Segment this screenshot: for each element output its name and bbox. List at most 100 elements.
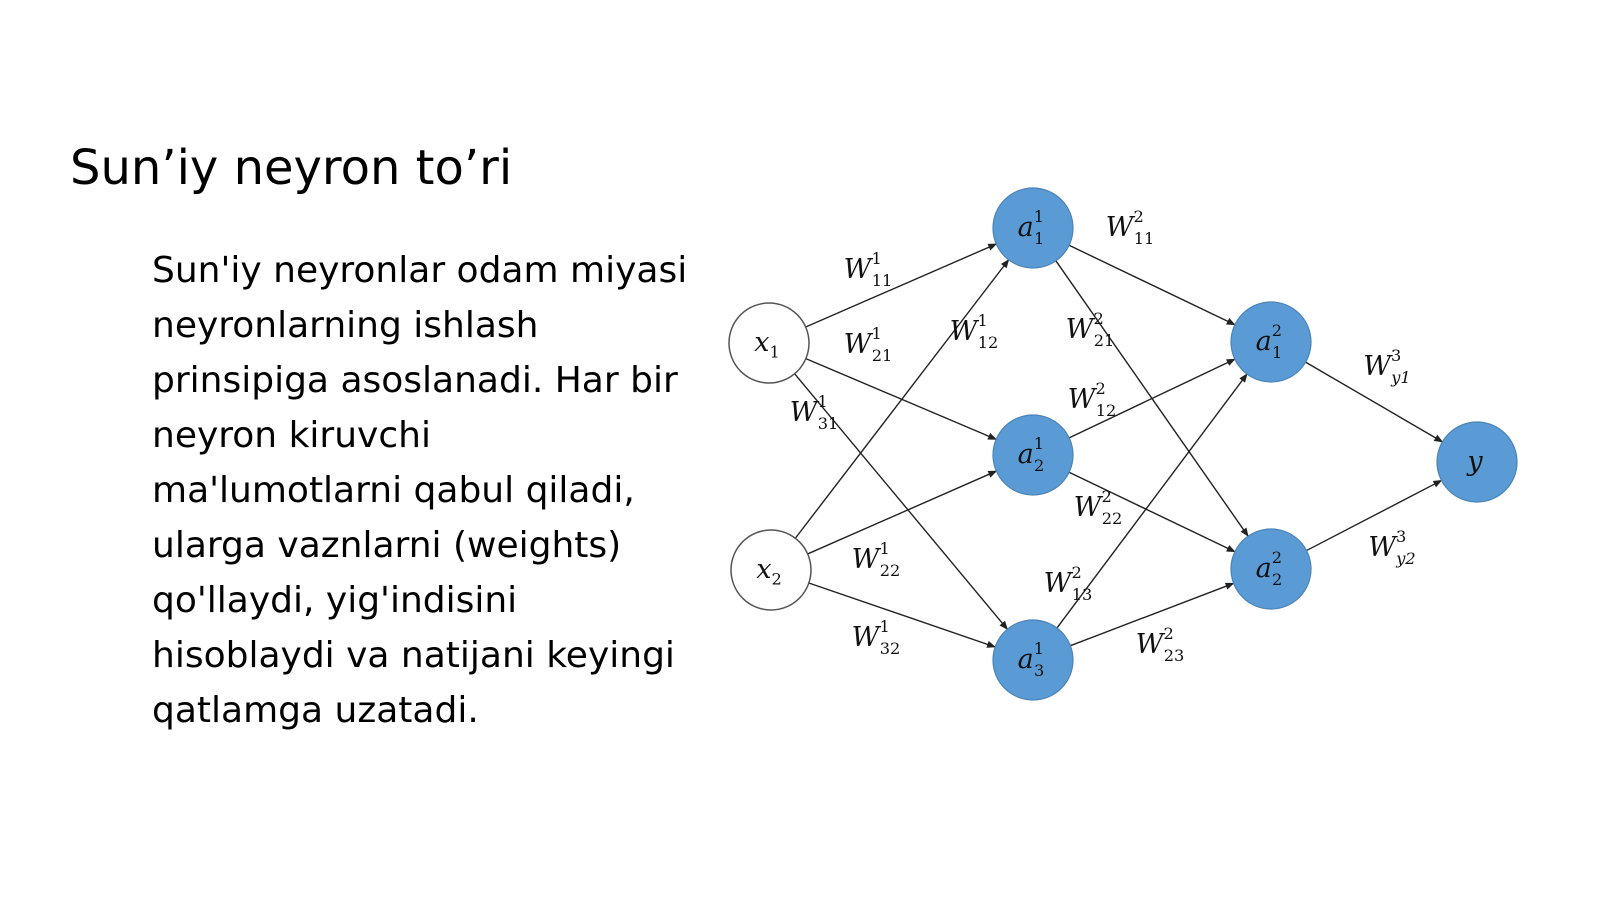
- weight-label-x1-a31-sup: 1: [817, 392, 827, 411]
- weight-label-x1-a31-base: W: [790, 397, 820, 428]
- node-label-a31: a1 3: [1018, 639, 1045, 680]
- node-label-a22-sub: 2: [1272, 569, 1282, 588]
- weight-label-a21-a22-base: W: [1074, 492, 1104, 523]
- edge-a12-y: [1305, 361, 1444, 443]
- edge-x1-a31: [794, 373, 1008, 630]
- weight-label-a12-y-base: W: [1363, 351, 1393, 382]
- node-label-x1-sub: 1: [769, 342, 779, 361]
- body-line: qo'llaydi, yig'indisini: [152, 580, 518, 621]
- node-label-a21-base: a: [1018, 439, 1034, 470]
- edge-x1-a21: [805, 357, 998, 441]
- weight-label-x2-a31: W1 32: [852, 617, 901, 658]
- weight-label-x2-a31-sub: 32: [880, 638, 901, 657]
- node-circle-y: [1436, 421, 1518, 503]
- weight-label-a31-a12-base: W: [1044, 568, 1074, 599]
- node-label-x2-sub: 2: [771, 569, 781, 588]
- slide-body: Sun'iy neyronlar odam miyasi neyronlarni…: [152, 243, 712, 738]
- node-circle-a22: [1230, 528, 1312, 610]
- node-label-x1: x1: [754, 327, 780, 361]
- weight-label-a31-a22-sup: 2: [1163, 624, 1173, 643]
- edge-a21-a22: [1068, 471, 1236, 553]
- weight-label-a31-a22-sub: 23: [1164, 645, 1185, 664]
- body-line: neyron kiruvchi: [152, 415, 431, 456]
- slide-title: Sun’iy neyron to’ri: [70, 140, 513, 196]
- weight-label-a21-a22-sup: 2: [1101, 487, 1111, 506]
- edge-a31-a22: [1070, 582, 1235, 647]
- node-y: y: [1436, 421, 1518, 503]
- weight-label-a11-a22: W2 21: [1066, 309, 1115, 350]
- weight-label-a22-y-base: W: [1368, 532, 1398, 563]
- weight-label-a31-a22-base: W: [1136, 629, 1166, 660]
- node-label-a31-base: a: [1018, 644, 1034, 675]
- node-label-a31-sup: 1: [1034, 639, 1044, 658]
- edges-layer: [794, 243, 1444, 648]
- node-label-a12-sub: 1: [1272, 342, 1282, 361]
- edge-a31-a12: [1056, 373, 1248, 629]
- node-x1: x1: [728, 302, 810, 384]
- weight-label-a11-a22-sub: 21: [1094, 330, 1115, 349]
- weight-label-x2-a31-sup: 1: [879, 617, 889, 636]
- weight-label-x2-a21-sub: 22: [880, 560, 901, 579]
- weight-label-a22-y-sup: 3: [1396, 527, 1406, 546]
- node-circle-x1: [728, 302, 810, 384]
- node-circle-a12: [1230, 301, 1312, 383]
- weight-label-a11-a22-base: W: [1066, 314, 1096, 345]
- node-label-y: y: [1466, 446, 1483, 477]
- node-a31: a1 3: [992, 619, 1074, 701]
- node-circle-a21: [992, 414, 1074, 496]
- node-label-a21-sub: 2: [1034, 455, 1044, 474]
- node-label-a11-sup: 1: [1034, 207, 1044, 226]
- weight-label-x2-a21-base: W: [852, 544, 882, 575]
- weight-label-a11-a12-base: W: [1106, 212, 1136, 243]
- weight-label-a21-a22-sub: 22: [1102, 508, 1123, 527]
- weight-label-x2-a21: W1 22: [852, 539, 901, 580]
- weight-label-a22-y: W3 y2: [1368, 527, 1415, 568]
- node-label-x1-base: x: [754, 327, 769, 358]
- edge-a11-a12: [1068, 244, 1236, 326]
- node-label-a11-base: a: [1018, 212, 1034, 243]
- body-line: ularga vaznlarni (weights): [152, 525, 622, 566]
- edge-x1-a11: [805, 243, 998, 328]
- weight-label-a11-a22-sup: 2: [1093, 309, 1103, 328]
- weight-label-a22-y-sub: y2: [1395, 548, 1415, 567]
- node-label-x2: x2: [756, 554, 782, 588]
- node-circle-a31: [992, 619, 1074, 701]
- node-label-a31-sub: 3: [1034, 660, 1044, 679]
- edge-a22-y: [1306, 479, 1443, 552]
- node-a21: a1 2: [992, 414, 1074, 496]
- edge-x2-a31: [808, 582, 997, 648]
- weight-label-x1-a21-sup: 1: [871, 324, 881, 343]
- edge-x2-a21: [807, 470, 998, 555]
- weight-label-x1-a21: W1 21: [844, 324, 893, 365]
- node-label-a21-sup: 1: [1034, 434, 1044, 453]
- weight-label-a21-a12-sub: 12: [1096, 400, 1117, 419]
- weight-label-x2-a21-sup: 1: [879, 539, 889, 558]
- weight-label-x1-a11-base: W: [844, 254, 874, 285]
- edge-x2-a11: [794, 259, 1010, 539]
- weight-label-a11-a12-sup: 2: [1133, 207, 1143, 226]
- body-line: ma'lumotlarni qabul qiladi,: [152, 470, 635, 511]
- node-label-a22-base: a: [1256, 553, 1272, 584]
- weight-label-x1-a21-sub: 21: [872, 345, 893, 364]
- body-line: prinsipiga asoslanadi. Har bir: [152, 360, 678, 401]
- node-circle-a11: [992, 187, 1074, 269]
- weight-label-a31-a12-sup: 2: [1071, 563, 1081, 582]
- node-label-x2-base: x: [756, 554, 771, 585]
- weight-label-x1-a21-base: W: [844, 329, 874, 360]
- weight-label-x2-a31-base: W: [852, 622, 882, 653]
